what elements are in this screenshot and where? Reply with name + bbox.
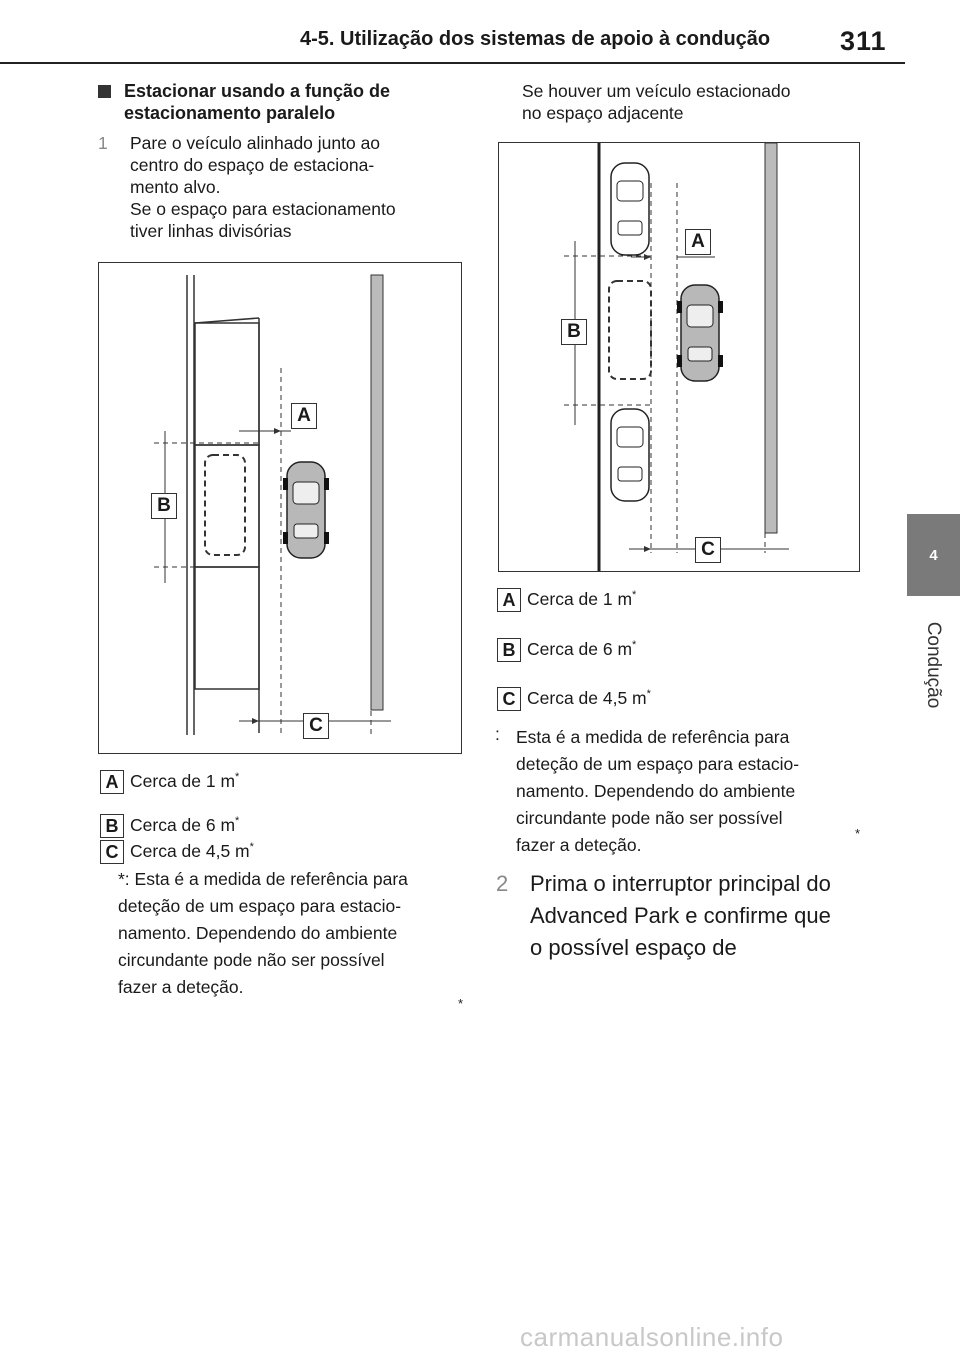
label-a: A (291, 403, 317, 429)
legend-letter: A (100, 770, 124, 794)
legend-text: Cerca de 1 m* (130, 771, 240, 791)
target-space (608, 280, 652, 380)
legend-letter: B (100, 814, 124, 838)
right-footnote-prefix: : (495, 724, 500, 744)
section-title: Estacionar usando a função de estacionam… (124, 81, 391, 123)
legend-a: A Cerca de 1 m* (497, 588, 757, 614)
asterisk-mark: * (855, 826, 861, 841)
step-1: 1 Pare o veículo alinhado junto ao centr… (98, 132, 468, 242)
step-2: 2 Prima o interruptor principal do Advan… (496, 868, 866, 968)
chapter-tab: 4 (907, 514, 960, 596)
parked-car-icon (610, 408, 650, 502)
parking-diagram-adjacent: A B C (498, 142, 860, 572)
right-footnote: Esta é a medida de referência para deteç… (516, 727, 800, 855)
target-space (204, 454, 246, 556)
parking-diagram-divided: A B C (98, 262, 462, 754)
legend-c: C Cerca de 4,5 m* (100, 840, 360, 866)
footnote-asterisk: * (235, 815, 240, 828)
footnote-asterisk: * (249, 841, 254, 854)
legend-c: C Cerca de 4,5 m* (497, 687, 757, 713)
right-intro: Se houver um veículo estacionado no espa… (522, 81, 791, 123)
footnote-asterisk: * (646, 688, 651, 701)
parking-box (194, 322, 260, 446)
legend-text: Cerca de 6 m* (527, 639, 637, 659)
legend-letter: C (100, 840, 124, 864)
header-rule (0, 62, 905, 64)
footnote-asterisk: * (632, 589, 637, 602)
legend-text: Cerca de 6 m* (130, 815, 240, 835)
legend-letter: B (497, 638, 521, 662)
footnote-asterisk: * (632, 639, 637, 652)
page-number: 311 (840, 26, 887, 56)
left-footnote: *: Esta é a medida de referência para de… (118, 869, 408, 997)
chapter-label-text: Condução (923, 621, 944, 709)
step-number: 2 (496, 871, 509, 896)
bullet-square-icon (98, 85, 111, 98)
step-text: Prima o interruptor principal do Advance… (530, 871, 831, 960)
car-icon (283, 461, 329, 559)
legend-letter: A (497, 588, 521, 612)
lane-line (764, 142, 778, 534)
label-c: C (303, 713, 329, 739)
label-b: B (561, 319, 587, 345)
footnote-asterisk: * (235, 771, 240, 784)
legend-letter: C (497, 687, 521, 711)
step-number: 1 (98, 133, 108, 153)
legend-text: Cerca de 1 m* (527, 589, 637, 609)
label-b: B (151, 493, 177, 519)
parking-box (194, 566, 260, 690)
parking-diagram-svg (154, 274, 391, 735)
lane-line (370, 274, 384, 711)
legend-b: B Cerca de 6 m* (497, 638, 757, 664)
label-c: C (695, 537, 721, 563)
step-text: Pare o veículo alinhado junto ao centro … (130, 133, 396, 241)
legend-a: A Cerca de 1 m* (100, 770, 360, 796)
parking-diagram-svg (564, 142, 789, 571)
label-a: A (685, 229, 711, 255)
header-title: 4-5. Utilização dos sistemas de apoio à … (300, 28, 771, 50)
parked-car-icon (610, 162, 650, 256)
chapter-label: Condução (908, 610, 958, 720)
car-icon (677, 284, 723, 382)
legend-text: Cerca de 4,5 m* (130, 841, 254, 861)
legend-text: Cerca de 4,5 m* (527, 688, 651, 708)
watermark: carmanualsonline.info (520, 1322, 784, 1352)
asterisk-mark: * (458, 996, 464, 1011)
legend-b: B Cerca de 6 m* (100, 814, 360, 840)
